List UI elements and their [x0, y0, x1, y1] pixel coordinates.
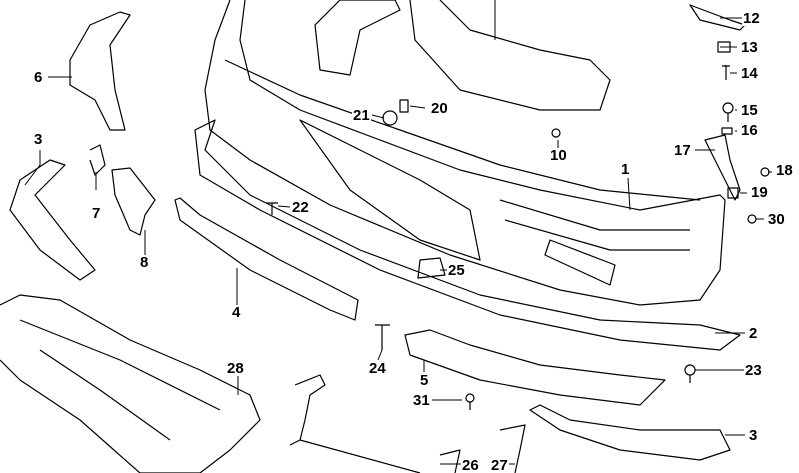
bracket-26-part [289, 374, 421, 473]
callout-8: 8 [139, 254, 150, 271]
callout-3-left: 3 [33, 131, 44, 148]
callout-5: 5 [419, 372, 430, 389]
bracket-27-part [439, 424, 526, 473]
callout-25: 25 [447, 262, 466, 279]
undertray-28-part [0, 294, 261, 473]
callout-26: 26 [461, 457, 480, 473]
callout-7: 7 [91, 205, 102, 222]
callout-4: 4 [231, 304, 242, 321]
hardware-parts [266, 4, 770, 410]
grille-part [409, 0, 611, 111]
callout-18: 18 [775, 162, 794, 179]
callout-6: 6 [33, 69, 44, 86]
callout-22: 22 [291, 199, 310, 216]
undertray-detail [19, 319, 221, 441]
callout-24: 24 [368, 360, 387, 377]
bracket-8-part [111, 167, 156, 236]
callout-17: 17 [673, 142, 692, 159]
callout-30: 30 [767, 211, 786, 228]
callout-21: 21 [352, 107, 371, 124]
callout-16: 16 [740, 122, 759, 139]
callout-28: 28 [226, 360, 245, 377]
callout-23: 23 [744, 362, 763, 379]
callout-14: 14 [740, 65, 759, 82]
callout-15: 15 [740, 102, 759, 119]
callout-2: 2 [748, 325, 759, 342]
callout-12: 12 [742, 10, 761, 27]
leader-lines [24, 0, 772, 465]
trim-3-right-part [529, 404, 731, 461]
bumper-cover-part [204, 0, 726, 306]
callout-20: 20 [430, 100, 449, 117]
air-duct-part [314, 0, 401, 76]
trim-6-part [69, 11, 131, 131]
absorber-4-part [174, 197, 359, 321]
spoiler-part [194, 119, 741, 351]
callout-1: 1 [620, 161, 631, 178]
callout-10: 10 [549, 147, 568, 164]
clip-7-part [89, 144, 106, 176]
callout-27: 27 [490, 457, 509, 473]
callout-31: 31 [412, 392, 431, 409]
trim-3-left-part [9, 159, 96, 281]
absorber-5-part [404, 329, 666, 406]
callout-19: 19 [750, 184, 769, 201]
callout-13: 13 [740, 39, 759, 56]
callout-3-right: 3 [748, 427, 759, 444]
